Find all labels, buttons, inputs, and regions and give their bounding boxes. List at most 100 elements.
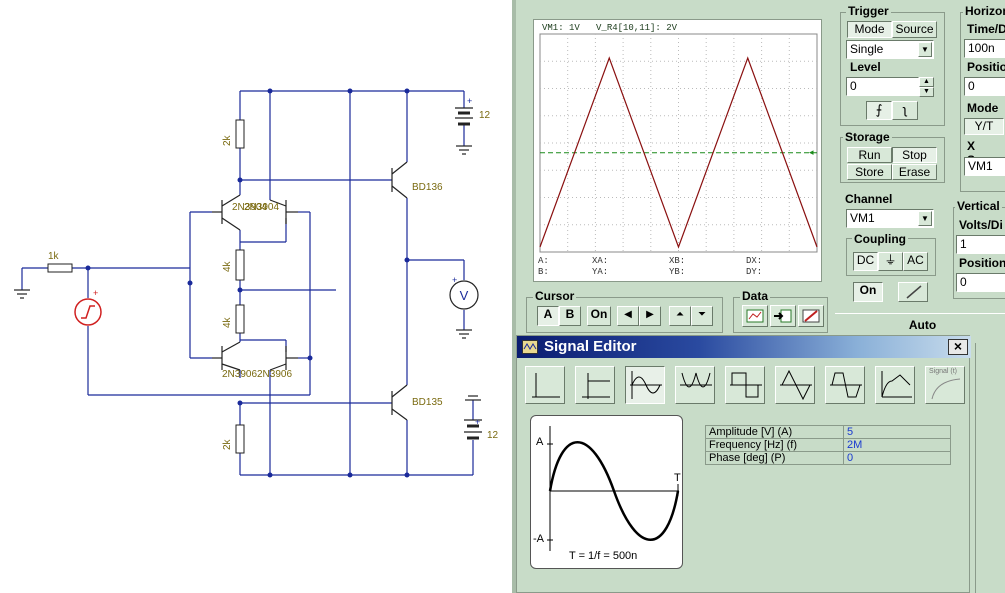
channel-select[interactable]: VM1 ▼ — [846, 209, 934, 228]
trigger-mode-button[interactable]: Mode — [847, 21, 892, 38]
horizontal-title: Horizon — [963, 4, 1005, 18]
cursor-group — [526, 297, 723, 333]
param-row[interactable]: Amplitude [V] (A) 5 — [705, 425, 951, 439]
trigger-level-input[interactable]: 0 — [846, 77, 919, 96]
run-button[interactable]: Run — [847, 147, 892, 163]
chevron-down-icon[interactable]: ▼ — [918, 211, 932, 226]
app-icon — [522, 340, 538, 354]
r-bot-label: 2k — [222, 438, 233, 450]
wave-trapezoid-button[interactable] — [825, 366, 865, 404]
q-top-pair2-label: 2N3904 — [244, 202, 279, 213]
erase-button[interactable]: Erase — [892, 164, 937, 180]
scope-screen[interactable]: VM1: 1V V_R4[10,11]: 2V ◂ A: B: XA: YA: … — [533, 19, 822, 282]
trigger-marker-icon: ◂ — [809, 147, 814, 157]
readout-dx: DX: — [746, 256, 763, 266]
volts-div-input[interactable]: 1 — [956, 235, 1005, 254]
wave-custom-button[interactable]: Signal (t) — [925, 366, 965, 404]
cursor-up-icon[interactable]: ⏶ — [669, 306, 691, 326]
probe-pen-icon[interactable] — [898, 282, 928, 302]
trigger-level-label: Level — [850, 60, 881, 74]
rising-edge-icon[interactable]: ⨍ — [866, 101, 892, 120]
trigger-group — [840, 12, 945, 126]
cursor-on-button[interactable]: On — [587, 306, 611, 326]
svg-text:+: + — [93, 288, 98, 298]
frequency-input[interactable]: 2M — [843, 438, 951, 452]
wave-sine-button[interactable] — [625, 366, 665, 404]
readout-xb: XB: — [669, 256, 686, 266]
xsource-select[interactable]: VM1 — [964, 157, 1005, 176]
falling-edge-icon[interactable]: ʅ — [892, 101, 918, 120]
data-export-file-icon[interactable] — [770, 305, 796, 327]
volts-div-label: Volts/Di — [959, 218, 1003, 232]
waveform-trace — [539, 56, 818, 249]
cursor-left-icon[interactable]: ◀ — [617, 306, 639, 326]
wave-square-button[interactable] — [725, 366, 765, 404]
auto-bar: Auto — [835, 313, 1005, 336]
r-mid1-label: 4k — [222, 260, 233, 272]
param-name: Phase [deg] (P) — [705, 451, 844, 465]
svg-text:+: + — [467, 96, 472, 106]
wave-full-wave-button[interactable] — [675, 366, 715, 404]
cursor-a-button[interactable]: A — [537, 306, 559, 326]
trigger-mode-select[interactable]: Single ▼ — [846, 40, 934, 59]
level-down-icon[interactable]: ▼ — [919, 87, 934, 97]
readout-dy: DY: — [746, 267, 763, 277]
svg-text:+: + — [475, 417, 480, 427]
cursor-right-icon[interactable]: ▶ — [639, 306, 661, 326]
v-top-label: 12 — [479, 110, 491, 121]
yt-mode-button[interactable]: Y/T — [964, 118, 1004, 135]
chevron-down-icon[interactable]: ▼ — [918, 42, 932, 57]
q-out-top-label: BD136 — [412, 182, 443, 193]
voltmeter-icon[interactable] — [449, 280, 479, 310]
readout-b: B: — [538, 267, 549, 277]
channel-on-button[interactable]: On — [853, 282, 883, 302]
readout-xa: XA: — [592, 256, 609, 266]
auto-label: Auto — [908, 318, 937, 332]
param-row[interactable]: Frequency [Hz] (f) 2M — [705, 438, 951, 452]
store-button[interactable]: Store — [847, 164, 892, 180]
cursor-title: Cursor — [533, 289, 577, 303]
signal-editor-titlebar[interactable]: Signal Editor × — [517, 336, 971, 358]
channel-value: VM1 — [850, 211, 875, 225]
ac-coupling-button[interactable]: AC — [903, 252, 928, 271]
trigger-title: Trigger — [846, 4, 891, 18]
scope-grid: ◂ — [539, 33, 818, 253]
close-icon[interactable]: × — [948, 339, 968, 355]
amplitude-input[interactable]: 5 — [843, 425, 951, 439]
stop-button[interactable]: Stop — [892, 147, 937, 163]
h-position-input[interactable]: 0 — [964, 77, 1005, 96]
trigger-source-button[interactable]: Source — [892, 21, 937, 38]
q-out-bot-label: BD135 — [412, 397, 443, 408]
data-export-chart-icon[interactable] — [742, 305, 768, 327]
scope-lower-frame — [975, 343, 1005, 593]
r-in-label: 1k — [48, 251, 60, 262]
signal-params-table: Amplitude [V] (A) 5 Frequency [Hz] (f) 2… — [705, 425, 951, 465]
circuit-schematic[interactable]: + V + + + 1k 2k 4k 4k 2k 2N3904 2N3904 2… — [0, 0, 512, 593]
param-row[interactable]: Phase [deg] (P) 0 — [705, 451, 951, 465]
preview-a-label: A — [536, 436, 544, 448]
data-group — [733, 297, 828, 333]
custom-signal-label: Signal (t) — [929, 368, 958, 375]
param-name: Frequency [Hz] (f) — [705, 438, 844, 452]
data-clear-icon[interactable] — [798, 305, 824, 327]
storage-title: Storage — [843, 130, 892, 144]
v-bot-label: 12 — [487, 430, 499, 441]
level-up-icon[interactable]: ▲ — [919, 77, 934, 87]
readout-ya: YA: — [592, 267, 609, 277]
v-position-label: Position — [959, 256, 1005, 270]
wave-triangle-button[interactable] — [775, 366, 815, 404]
preview-formula: T = 1/f = 500n — [569, 550, 638, 562]
cursor-b-button[interactable]: B — [559, 306, 581, 326]
wave-step-button[interactable] — [525, 366, 565, 404]
signal-editor-title: Signal Editor — [544, 338, 637, 355]
storage-group — [840, 137, 945, 183]
wave-pulse-step-button[interactable] — [575, 366, 615, 404]
wave-exp-rise-button[interactable] — [875, 366, 915, 404]
cursor-down-icon[interactable]: ⏷ — [691, 306, 713, 326]
phase-input[interactable]: 0 — [843, 451, 951, 465]
v-position-input[interactable]: 0 — [956, 273, 1005, 292]
time-div-input[interactable]: 100n — [964, 39, 1005, 58]
dc-coupling-button[interactable]: DC — [853, 252, 878, 271]
param-name: Amplitude [V] (A) — [705, 425, 844, 439]
gnd-coupling-icon[interactable]: ⏚ — [878, 252, 903, 271]
